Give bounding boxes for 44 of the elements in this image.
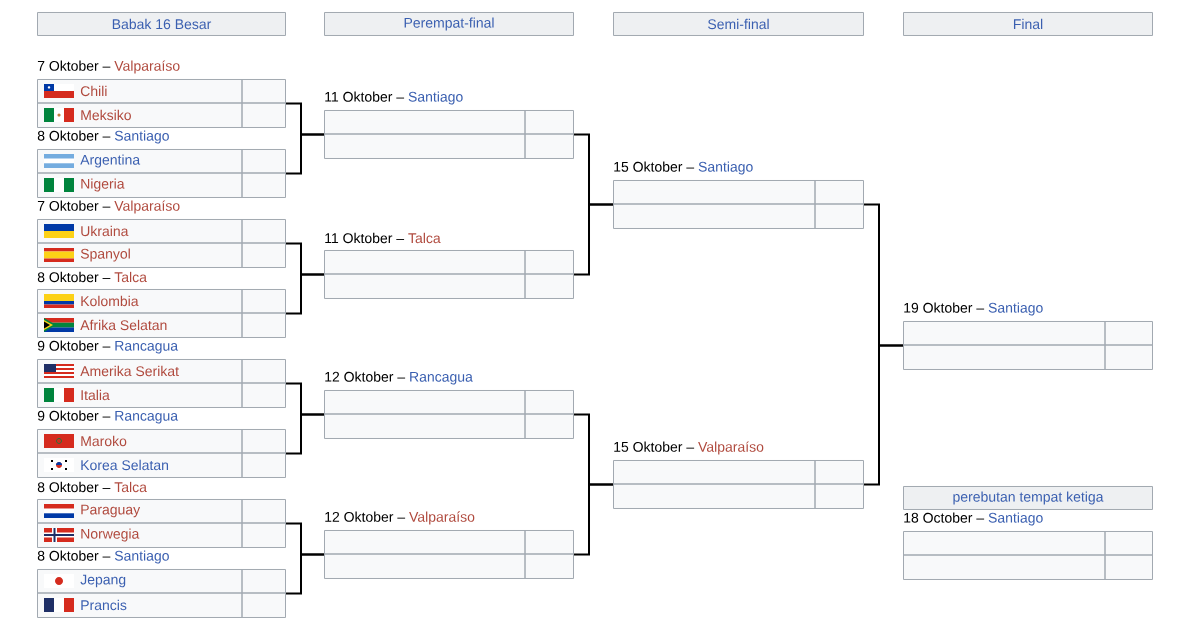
team-name: Amerika Serikat — [80, 365, 179, 377]
match-heading: 9 Oktober – Rancagua — [37, 340, 179, 354]
match-heading: 7 Oktober – Valparaíso — [37, 60, 180, 74]
team-name: Afrika Selatan — [80, 319, 167, 331]
team-name: Paraguay — [81, 504, 141, 518]
team-name: Korea Selatan — [81, 459, 168, 471]
bracket-line — [285, 133, 325, 175]
match-heading: 8 Oktober – Talca — [37, 481, 147, 493]
team-name: Argentina — [80, 154, 141, 168]
match-heading: 12 Oktober – Valparaíso — [325, 511, 475, 525]
match-heading: 15 Oktober – Valparaíso — [614, 441, 764, 455]
match-heading: 12 Oktober – Rancagua — [325, 371, 473, 385]
match-heading: 8 Oktober – Talca — [37, 271, 147, 283]
match-heading: 8 Oktober – Santiago — [37, 130, 169, 144]
team-name: Nigeria — [81, 178, 125, 192]
match-heading: 19 Oktober – Santiago — [904, 302, 1043, 316]
bracket-line — [863, 344, 904, 486]
bracket-line — [573, 203, 614, 276]
round-header: Perempat-final — [324, 12, 574, 36]
bracket-line — [285, 413, 325, 455]
bracket-line — [285, 553, 325, 595]
match-heading: 8 Oktober – Santiago — [37, 550, 169, 564]
match-heading: 18 October – Santiago — [904, 512, 1043, 526]
match-heading: 11 Oktober – Santiago — [325, 91, 463, 105]
team-name: Ukraina — [81, 225, 129, 237]
round-header: Babak 16 Besar — [37, 12, 286, 36]
team-name: Prancis — [81, 599, 127, 611]
match-heading: 9 Oktober – Rancagua — [37, 410, 179, 424]
team-name: Kolombia — [81, 295, 139, 307]
team-name: Chili — [80, 85, 107, 97]
round-header: Final — [903, 12, 1153, 36]
team-name: Jepang — [80, 574, 126, 588]
team-name: Italia — [81, 389, 110, 401]
team-name: Norwegia — [81, 528, 140, 542]
match-heading: 11 Oktober – Talca — [325, 232, 441, 244]
match-heading: 15 Oktober – Santiago — [614, 161, 753, 175]
match-heading: 7 Oktober – Valparaíso — [37, 200, 180, 214]
round-header: perebutan tempat ketiga — [903, 486, 1153, 510]
team-name: Maroko — [81, 435, 127, 447]
bracket-line — [285, 273, 325, 315]
team-name: Spanyol — [80, 248, 130, 262]
bracket-line — [573, 483, 614, 556]
team-name: Meksiko — [81, 109, 131, 121]
round-header: Semi-final — [613, 12, 864, 36]
